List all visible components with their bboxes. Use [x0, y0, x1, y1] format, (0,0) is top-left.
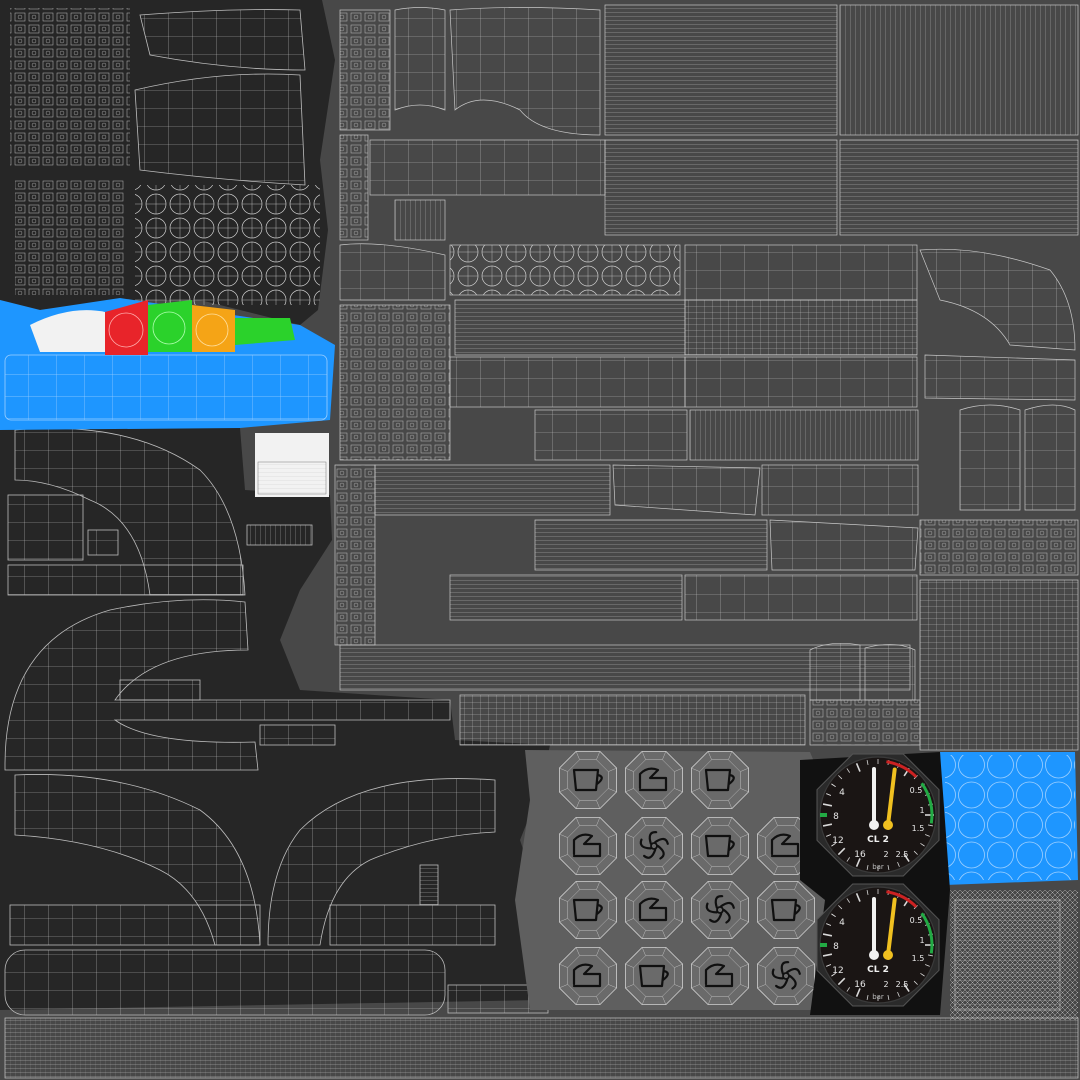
gauge-needle-yellow-hub [883, 820, 893, 830]
propeller-icon [691, 881, 749, 939]
cup-icon [559, 751, 617, 809]
gauge-bottom: 4 8 12 16 0.5 1 1.5 2 2.5 CL 2 bar [816, 883, 940, 1007]
gauge-scale-label: 12 [832, 836, 843, 846]
gauge-scale-label: 1 [919, 936, 924, 945]
icon-grid [515, 750, 830, 1010]
cup-icon [757, 881, 815, 939]
gauge-cluster: 4 8 12 16 0.5 1 1.5 2 2.5 CL 2 bar 4 8 12 16 0.5 1 1.5 2 2.… [800, 752, 950, 1015]
gauge-unit: bar [872, 993, 884, 1001]
swirl-icon [559, 817, 617, 875]
gauge-scale-label: 0.5 [910, 786, 923, 795]
gauge-scale-label: 1.5 [912, 954, 925, 963]
gauge-needle-white-hub [869, 950, 879, 960]
gauge-scale-label: 12 [832, 966, 843, 976]
gauge-scale-label: 16 [854, 850, 866, 860]
wireframe-panels-main [334, 4, 1079, 751]
gauge-scale-label: 8 [833, 942, 839, 952]
swirl-icon [625, 881, 683, 939]
gauge-scale-label: 2.5 [896, 850, 909, 859]
gauge-scale-label: 2 [883, 850, 888, 859]
cup-icon [691, 751, 749, 809]
gauge-needle-yellow-hub [883, 950, 893, 960]
blue-circle-patch [940, 752, 1078, 885]
mesh-strip-panels [4, 890, 1079, 1079]
dark-island-middle-left [0, 425, 550, 1016]
swirl-icon [625, 751, 683, 809]
propeller-icon [757, 947, 815, 1005]
gauge-needle-white-hub [869, 820, 879, 830]
gauge-scale-label: 8 [833, 812, 839, 822]
gauge-scale-label: 0.5 [910, 916, 923, 925]
swirl-icon [691, 947, 749, 1005]
propeller-icon [625, 817, 683, 875]
gauge-scale-label: 2 [883, 980, 888, 989]
dark-island-top-left [0, 0, 335, 325]
cup-icon [559, 881, 617, 939]
gauge-top: 4 8 12 16 0.5 1 1.5 2 2.5 CL 2 bar [816, 753, 940, 877]
gauge-scale-label: 4 [839, 788, 845, 798]
gauge-scale-label: 1 [919, 806, 924, 815]
gauge-scale-label: 16 [854, 980, 866, 990]
cup-icon [625, 947, 683, 1005]
gauge-needle-yellow [886, 897, 897, 957]
gauge-scale-label: 4 [839, 918, 845, 928]
label-sticker [255, 433, 329, 497]
color-swatch-row [30, 300, 295, 355]
gauge-label: CL 2 [867, 835, 889, 845]
gauge-unit: bar [872, 863, 884, 871]
gauge-scale-label: 2.5 [896, 980, 909, 989]
swirl-icon [559, 947, 617, 1005]
gauge-label: CL 2 [867, 965, 889, 975]
cup-icon [691, 817, 749, 875]
gauge-scale-label: 1.5 [912, 824, 925, 833]
gauge-needle-yellow [886, 767, 897, 827]
